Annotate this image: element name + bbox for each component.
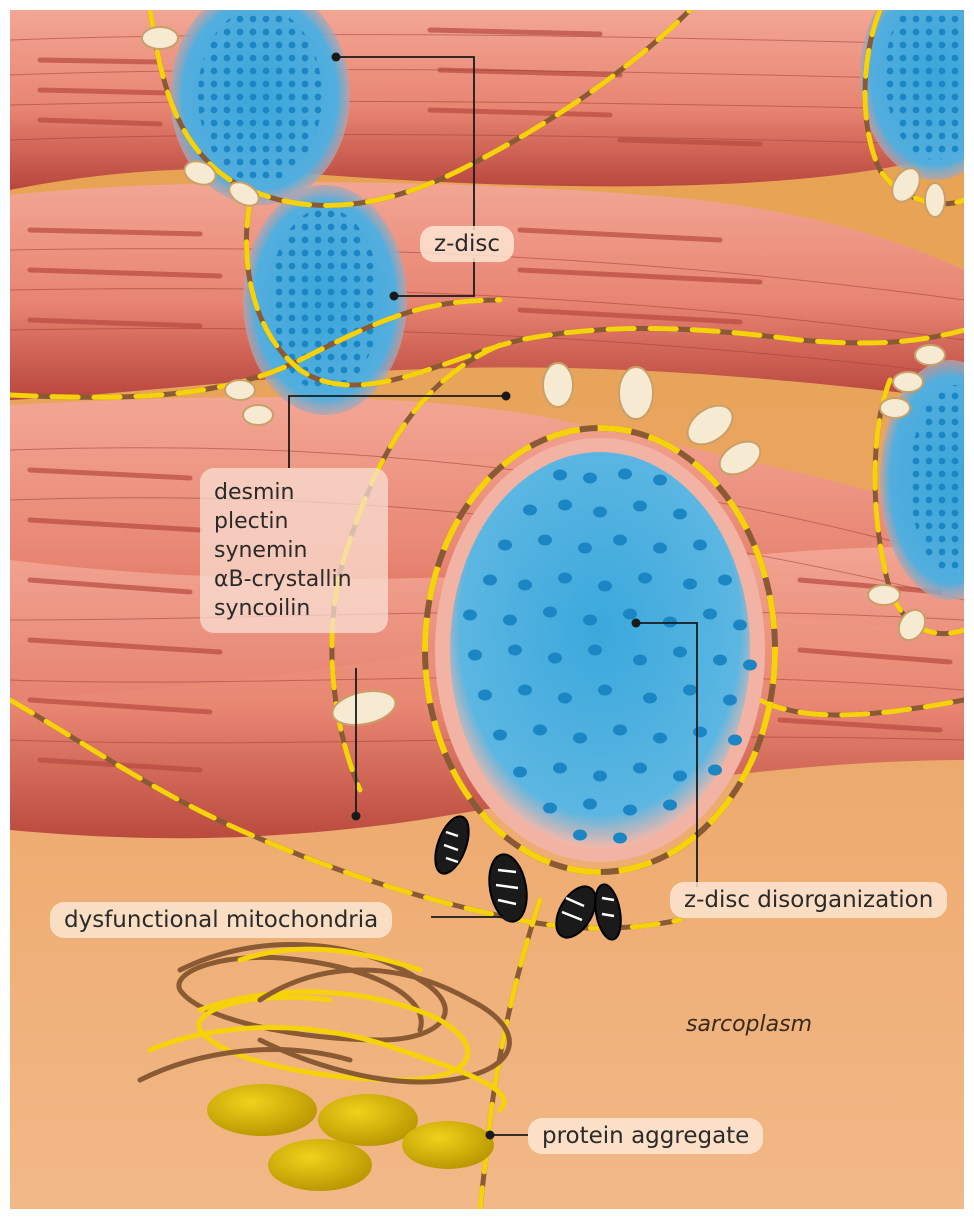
label-dysfunctional-mitochondria: dysfunctional mitochondria	[50, 902, 392, 938]
label-protein-list: desmin plectin synemin αB-crystallin syn…	[200, 468, 388, 633]
protein-name: plectin	[214, 507, 374, 536]
label-sarcoplasm: sarcoplasm	[686, 1012, 812, 1037]
label-z-disc: z-disc	[420, 226, 514, 262]
protein-name: αB-crystallin	[214, 565, 374, 594]
label-protein-aggregate: protein aggregate	[528, 1118, 763, 1154]
protein-name: desmin	[214, 478, 374, 507]
disorganized-z-disc	[425, 428, 775, 872]
protein-name: synemin	[214, 536, 374, 565]
label-z-disc-disorganization: z-disc disorganization	[670, 882, 947, 918]
protein-name: syncoilin	[214, 594, 374, 623]
